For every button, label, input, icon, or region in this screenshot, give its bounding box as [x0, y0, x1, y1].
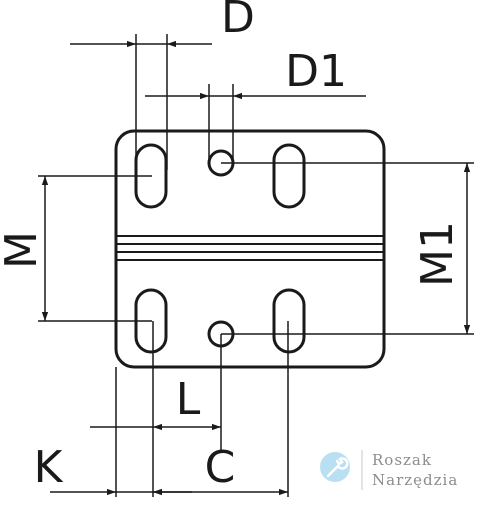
slot-bottom-right	[272, 288, 306, 354]
label-D1: D1	[285, 46, 347, 97]
center-groove	[116, 235, 384, 261]
label-M: M	[0, 231, 47, 269]
label-D: D	[221, 0, 255, 43]
watermark: Roszak Narzędzia	[320, 450, 458, 490]
dimension-lines	[41, 40, 471, 496]
wrench-icon	[320, 452, 350, 482]
plate-outline	[114, 129, 386, 369]
slot-top-right	[272, 143, 306, 209]
label-L: L	[176, 374, 201, 425]
watermark-line1: Roszak	[372, 451, 432, 469]
label-C: C	[205, 442, 236, 493]
label-M1: M1	[412, 221, 463, 287]
watermark-line2: Narzędzia	[372, 471, 458, 489]
label-K: K	[34, 442, 64, 493]
